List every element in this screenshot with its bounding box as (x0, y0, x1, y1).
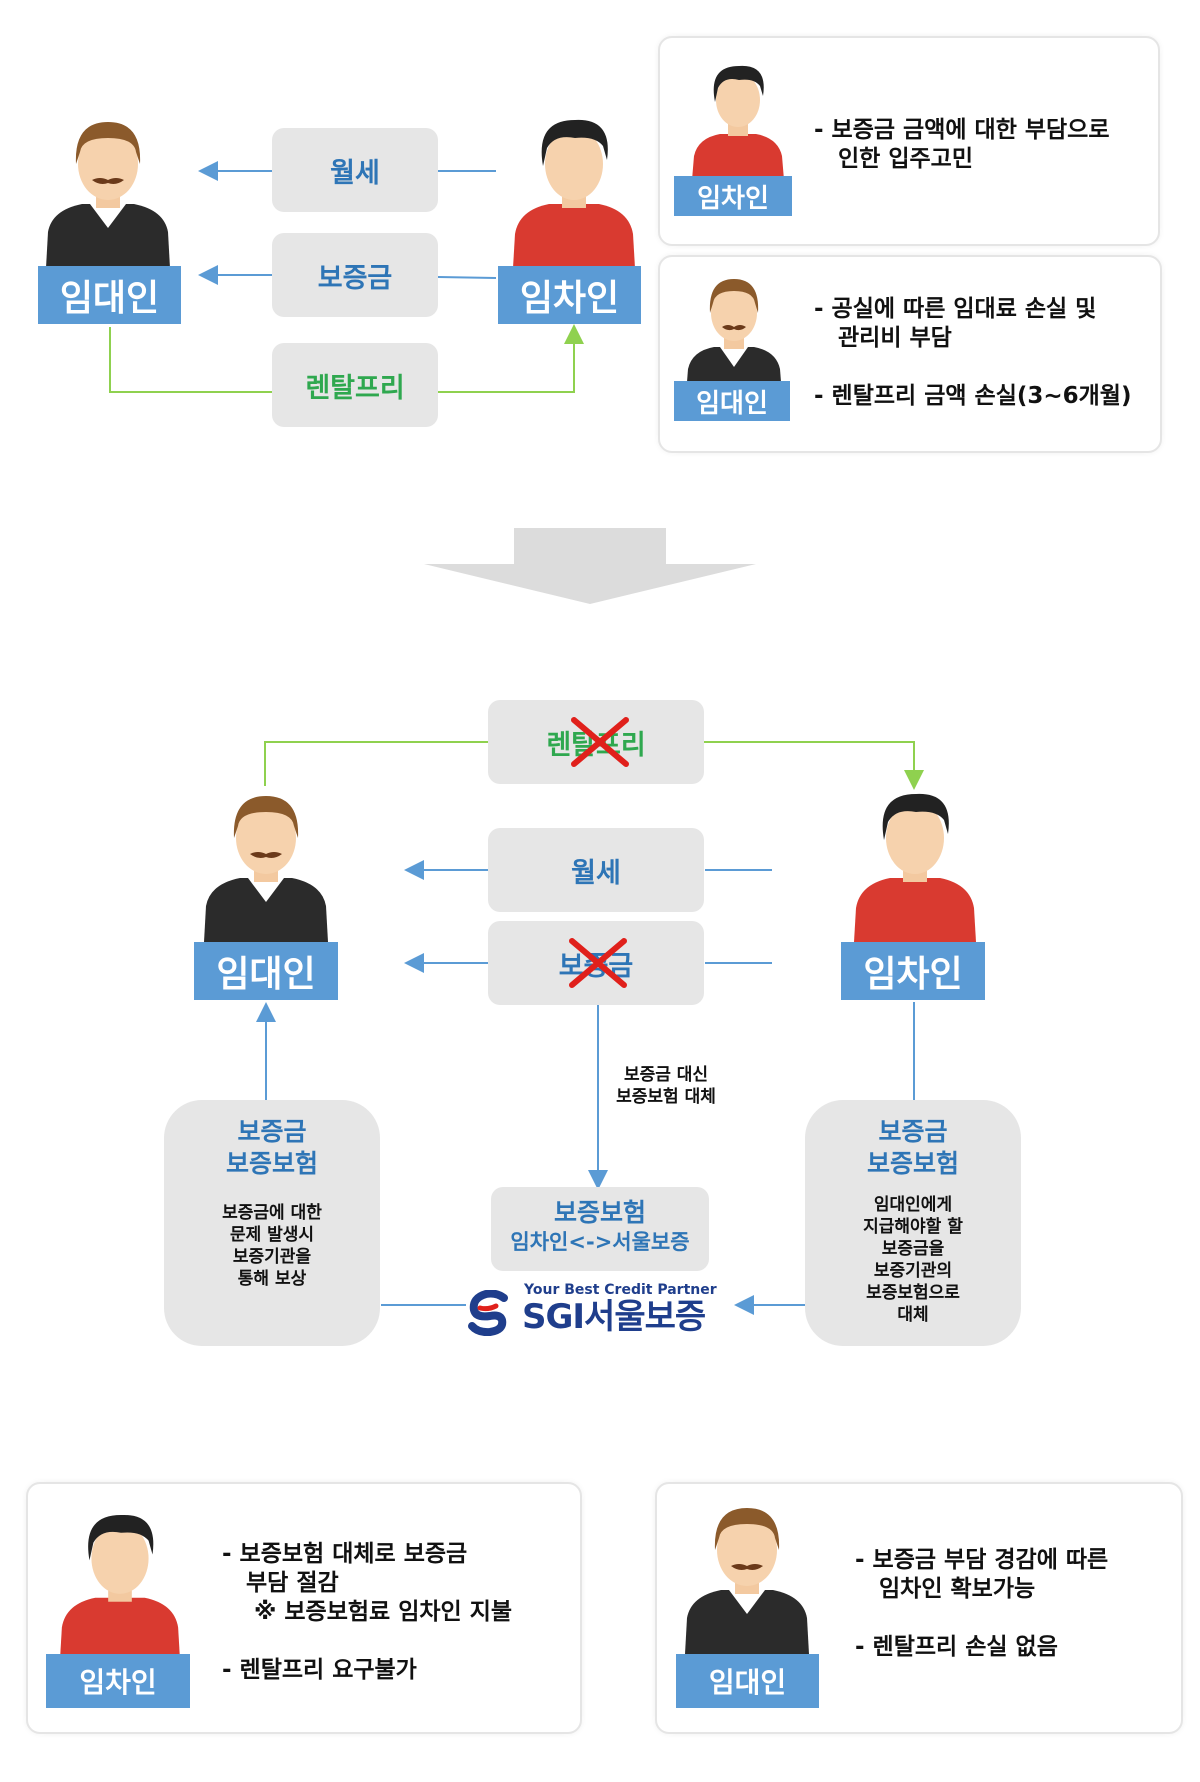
tenant-label-mid: 임차인 (841, 942, 985, 1000)
sgi-logo-icon (468, 1290, 508, 1336)
logo-brand: SGI서울보증 (522, 1297, 706, 1337)
tenant-figure-icon (854, 793, 976, 942)
landlord-icon (685, 1508, 809, 1654)
right-box-text: 임대인에게 지급해야할 할 보증금을 보증기관의 보증보험으로 대체 (863, 1195, 963, 1325)
landlord-label: 임대인 (38, 266, 181, 324)
tenant-card-label: 임차인 (674, 176, 792, 216)
replace-note: 보증금 대신 보증보험 대체 (616, 1065, 716, 1107)
center-insurance-box: 보증보험 임차인<->서울보증 (491, 1187, 709, 1271)
center-box-title: 보증보험 (553, 1198, 646, 1227)
landlord-concern-text: - 공실에 따른 임대료 손실 및 관리비 부담 - 렌탈프리 금액 손실(3~… (814, 296, 1132, 409)
tenant-figure-icon (513, 119, 635, 268)
right-box-title: 보증금 보증보험 (866, 1117, 959, 1178)
landlord-icon (686, 279, 782, 395)
landlord-concern-card: 임대인 - 공실에 따른 임대료 손실 및 관리비 부담 - 렌탈프리 금액 손… (658, 255, 1162, 453)
deposit-box: 보증금 (272, 233, 438, 317)
left-box-title: 보증금 보증보험 (225, 1117, 318, 1178)
center-box-subtitle: 임차인<->서울보증 (510, 1230, 690, 1254)
cross-x-icon (571, 717, 629, 767)
landlord-bottom-label: 임대인 (676, 1654, 819, 1708)
sgi-logo: Your Best Credit Partner SGI서울보증 (466, 1282, 744, 1336)
landlord-card-label: 임대인 (674, 381, 790, 421)
rent-box: 월세 (272, 128, 438, 212)
landlord-benefit-card: 임대인 - 보증금 부담 경감에 따른 임차인 확보가능 - 렌탈프리 손실 없… (655, 1482, 1183, 1734)
cross-x-icon (569, 938, 627, 988)
landlord-label-mid: 임대인 (194, 942, 338, 1000)
landlord-benefit-text: - 보증금 부담 경감에 따른 임차인 확보가능 - 렌탈프리 손실 없음 (855, 1547, 1109, 1660)
tenant-bottom-label: 임차인 (46, 1654, 190, 1708)
tenant-label: 임차인 (498, 266, 641, 324)
tenant-icon (59, 1514, 181, 1661)
rentfree-box: 렌탈프리 (272, 343, 438, 427)
tenant-concern-text: - 보증금 금액에 대한 부담으로 인한 입주고민 (814, 117, 1110, 172)
right-guarantee-box: 보증금 보증보험 임대인에게 지급해야할 할 보증금을 보증기관의 보증보험으로… (805, 1100, 1021, 1346)
left-guarantee-box: 보증금 보증보험 보증금에 대한 문제 발생시 보증기관을 통해 보상 (164, 1100, 380, 1346)
rentfree-box-crossed: 렌탈프리 (488, 700, 704, 784)
tenant-benefit-text: - 보증보험 대체로 보증금 부담 절감 ※ 보증보험료 임차인 지불 - 렌탈… (222, 1541, 513, 1683)
deposit-box-crossed: 보증금 (488, 921, 704, 1005)
tenant-icon (692, 65, 784, 180)
landlord-figure-icon (204, 796, 328, 942)
logo-tagline: Your Best Credit Partner (524, 1282, 717, 1298)
rent-box-mid: 월세 (488, 828, 704, 912)
tenant-concern-card: 임차인 - 보증금 금액에 대한 부담으로 인한 입주고민 (658, 36, 1160, 246)
left-box-text: 보증금에 대한 문제 발생시 보증기관을 통해 보상 (222, 1203, 322, 1289)
landlord-figure-icon (46, 122, 170, 268)
tenant-benefit-card: 임차인 - 보증보험 대체로 보증금 부담 절감 ※ 보증보험료 임차인 지불 … (26, 1482, 582, 1734)
down-arrow-icon (424, 528, 756, 604)
